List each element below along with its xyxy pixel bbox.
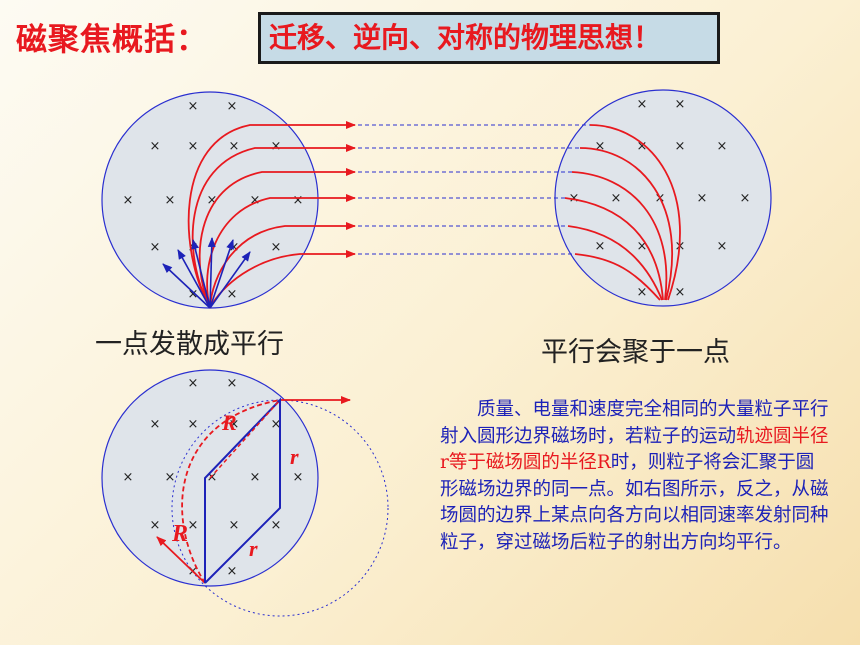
bottom-trajectory [156,396,351,584]
svg-text:×: × [675,97,686,112]
svg-text:×: × [740,191,751,206]
caption-diverge: 一点发散成平行 [95,329,284,360]
velocity-vectors-left [162,237,251,309]
slide-title: 磁聚焦概括： [16,22,208,58]
svg-text:×: × [150,240,161,255]
svg-text:×: × [637,139,648,154]
parallel-dashed-lines [358,124,590,255]
svg-text:×: × [697,191,708,206]
radius-R-line [209,399,281,479]
svg-text:×: × [271,518,282,533]
label-R-left: R [171,521,188,547]
slide-title-box: 迁移、逆向、对称的物理思想！ [258,12,720,64]
svg-text:×: × [227,376,238,391]
svg-text:×: × [637,97,648,112]
svg-text:×: × [611,191,622,206]
svg-text:×: × [250,193,261,208]
svg-text:×: × [150,139,161,154]
svg-text:×: × [188,287,199,302]
label-r-bottom: r [249,536,258,561]
radius-rhombus [204,397,281,584]
svg-text:×: × [188,376,199,391]
svg-text:×: × [229,139,240,154]
svg-text:×: × [717,239,728,254]
svg-text:×: × [595,139,606,154]
svg-text:×: × [717,139,728,154]
svg-text:×: × [150,518,161,533]
svg-text:×: × [293,470,304,485]
svg-text:×: × [123,470,134,485]
svg-text:×: × [123,193,134,208]
svg-text:×: × [229,417,240,432]
svg-text:×: × [165,470,176,485]
svg-text:×: × [271,139,282,154]
svg-text:×: × [675,285,686,300]
trajectories-right [564,124,681,301]
svg-text:×: × [227,287,238,302]
svg-text:×: × [271,240,282,255]
explanation-paragraph: 质量、电量和速度完全相同的大量粒子平行射入圆形边界磁场时，若粒子的运动轨迹圆半径… [440,397,830,556]
svg-text:×: × [637,285,648,300]
svg-text:×: × [188,99,199,114]
svg-text:×: × [595,239,606,254]
svg-text:×: × [293,193,304,208]
svg-text:×: × [229,518,240,533]
para-text-1: 质量、电量和速度完全相同的大量粒子平行射入圆形边界磁场时，若粒子的运动 [440,399,829,447]
trajectory-circle-dotted [171,399,389,617]
svg-text:×: × [229,240,240,255]
para-highlight: 轨迹圆半径r等于磁场圆的半径R [440,425,829,474]
label-r-right: r [290,444,299,469]
label-R-top: R [221,410,237,435]
svg-text:×: × [188,139,199,154]
svg-text:×: × [188,417,199,432]
svg-text:×: × [188,518,199,533]
svg-text:×: × [227,564,238,579]
svg-text:×: × [675,139,686,154]
svg-text:×: × [207,193,218,208]
svg-text:×: × [207,470,218,485]
svg-text:×: × [150,417,161,432]
para-text-2: 时，则粒子将会汇聚于圆形磁场边界的同一点。如右图所示，反之，从磁场圆的边界上某点… [440,452,829,553]
svg-text:×: × [250,470,261,485]
field-crosses-bottom: ×× ×××× ××××× ×××× ×× [123,376,304,579]
caption-converge: 平行会聚于一点 [541,337,730,368]
svg-text:×: × [271,417,282,432]
trajectories-left [187,121,356,309]
field-crosses-left: ×× ×××× ××××× ×××× ×× [123,99,304,302]
svg-text:×: × [165,193,176,208]
svg-text:×: × [227,99,238,114]
svg-text:×: × [637,239,648,254]
